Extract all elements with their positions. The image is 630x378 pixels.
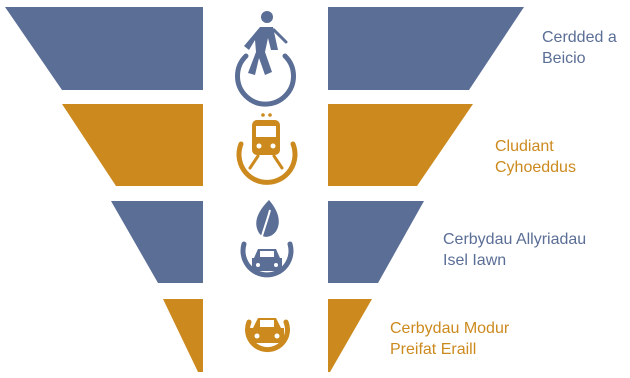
label-private-motor-line-2: Preifat Eraill bbox=[390, 341, 477, 358]
label-public-transport-line-1: Cludiant bbox=[495, 138, 554, 155]
label-ultra-low-emission: Cerbydau Allyriadau Isel Iawn bbox=[443, 229, 586, 271]
walking-person-icon bbox=[235, 11, 296, 107]
tier-2-left-band bbox=[62, 104, 203, 186]
label-ultra-low-emission-line-2: Isel Iawn bbox=[443, 252, 507, 269]
tier-walking-cycling bbox=[5, 7, 524, 107]
tier-1-left-band bbox=[5, 7, 203, 90]
car-icon bbox=[245, 318, 290, 353]
tier-3-right-band bbox=[328, 201, 424, 283]
label-private-motor: Cerbydau Modur Preifat Eraill bbox=[390, 318, 509, 360]
tier-private-motor bbox=[163, 299, 372, 372]
tier-3-left-band bbox=[111, 201, 203, 283]
tier-4-right-band bbox=[328, 299, 372, 372]
label-public-transport: Cludiant Cyhoeddus bbox=[495, 136, 576, 178]
tier-4-left-band bbox=[163, 299, 203, 372]
label-ultra-low-emission-line-1: Cerbydau Allyriadau bbox=[443, 231, 587, 248]
tier-ultra-low-emission bbox=[111, 200, 424, 283]
tier-1-right-band bbox=[328, 7, 524, 90]
label-private-motor-line-1: Cerbydau Modur bbox=[390, 320, 510, 337]
tier-2-right-band bbox=[328, 104, 473, 186]
label-walking-cycling-line-1: Cerdded a bbox=[542, 29, 617, 46]
label-walking-cycling-line-2: Beicio bbox=[542, 50, 586, 67]
label-public-transport-line-2: Cyhoeddus bbox=[495, 159, 576, 176]
label-walking-cycling: Cerdded a Beicio bbox=[542, 27, 617, 69]
tier-public-transport bbox=[62, 104, 473, 186]
leaf-car-icon bbox=[240, 200, 294, 278]
train-icon bbox=[236, 113, 298, 185]
